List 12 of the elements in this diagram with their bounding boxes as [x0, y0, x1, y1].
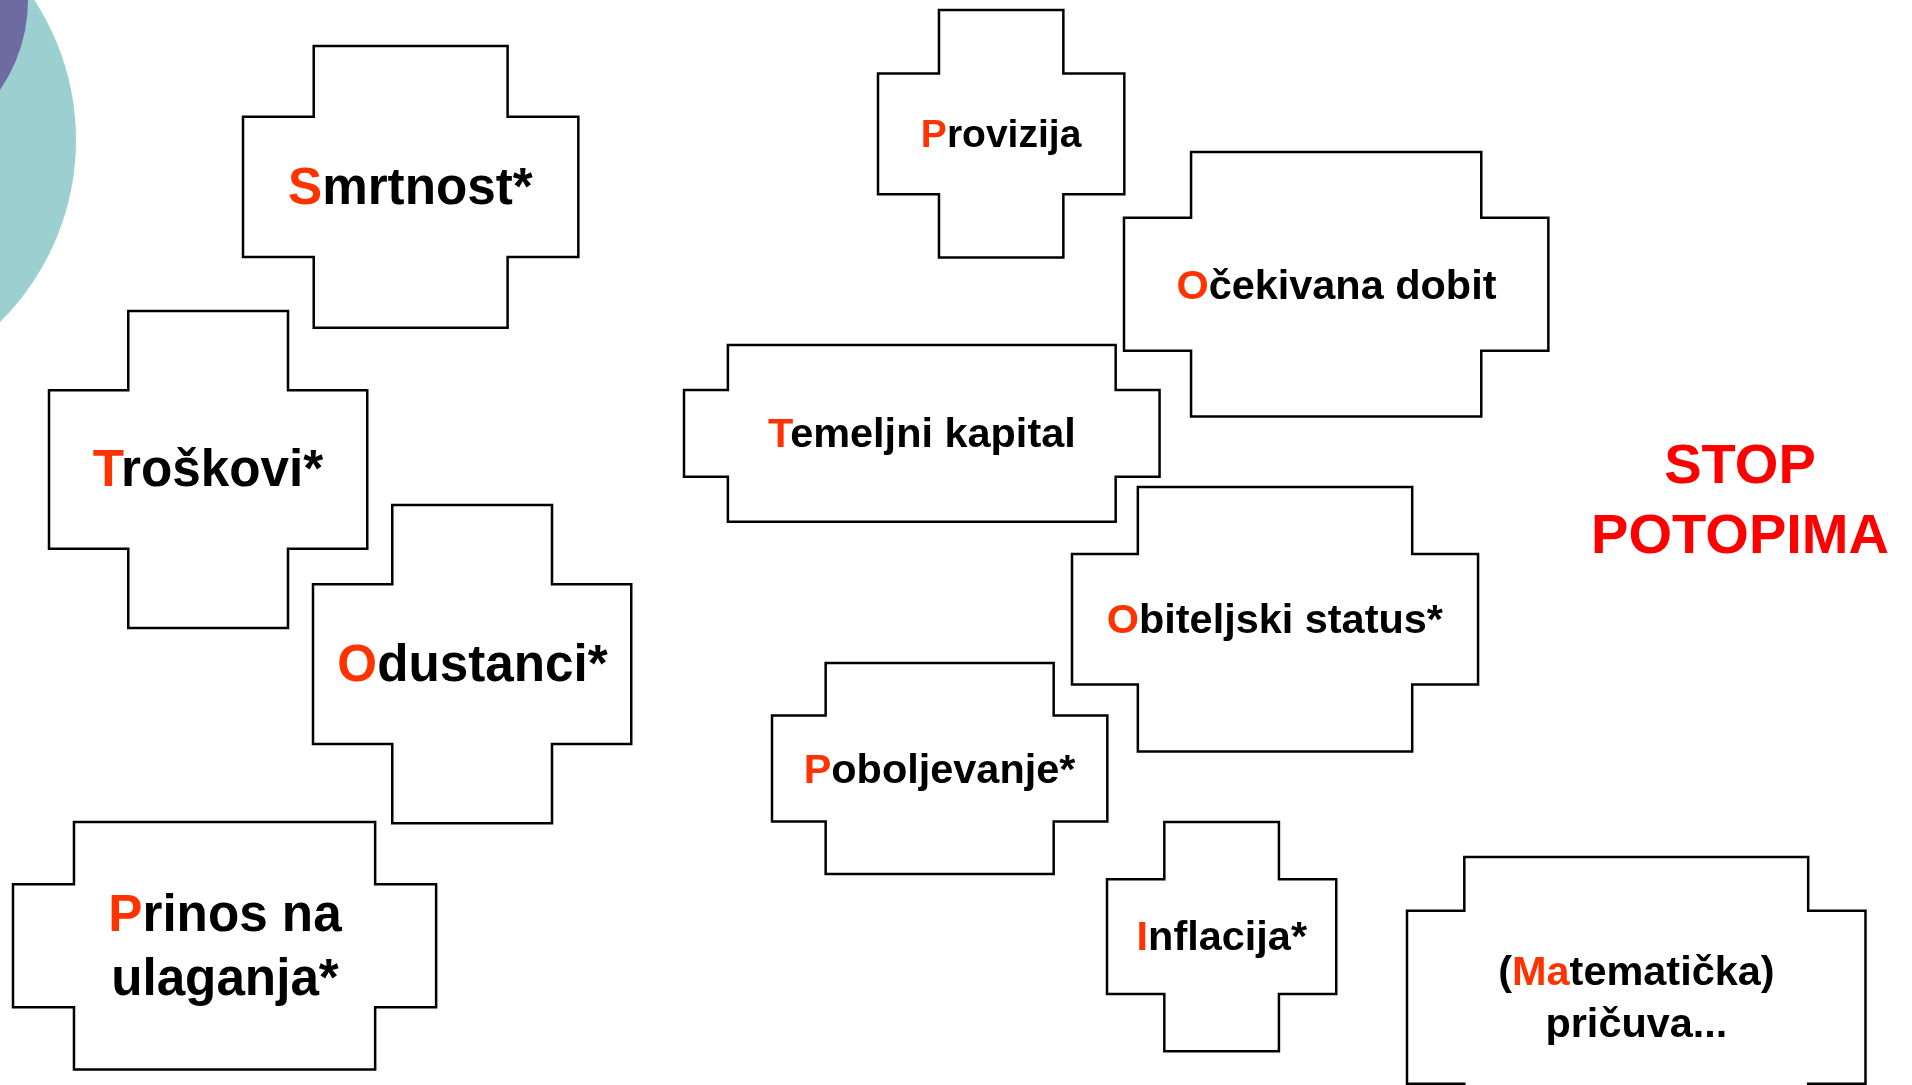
box-label: (Matematička) pričuva...: [1497, 946, 1776, 1049]
box-label: Odustanci*: [337, 633, 608, 694]
box-label: Troškovi*: [92, 439, 324, 500]
box-label: Obiteljski status*: [1106, 593, 1443, 644]
box-label: Očekivana dobit: [1176, 259, 1497, 310]
box-label: Prinos na ulaganja*: [107, 883, 343, 1008]
box-label: Smrtnost*: [288, 157, 533, 218]
box-label: Inflacija*: [1136, 911, 1308, 962]
slogan-text: STOP POTOPIMA: [1590, 431, 1891, 568]
box-label: Temeljni kapital: [767, 408, 1076, 459]
box-label: Poboljevanje*: [803, 743, 1076, 794]
box-label: Provizija: [920, 110, 1082, 157]
